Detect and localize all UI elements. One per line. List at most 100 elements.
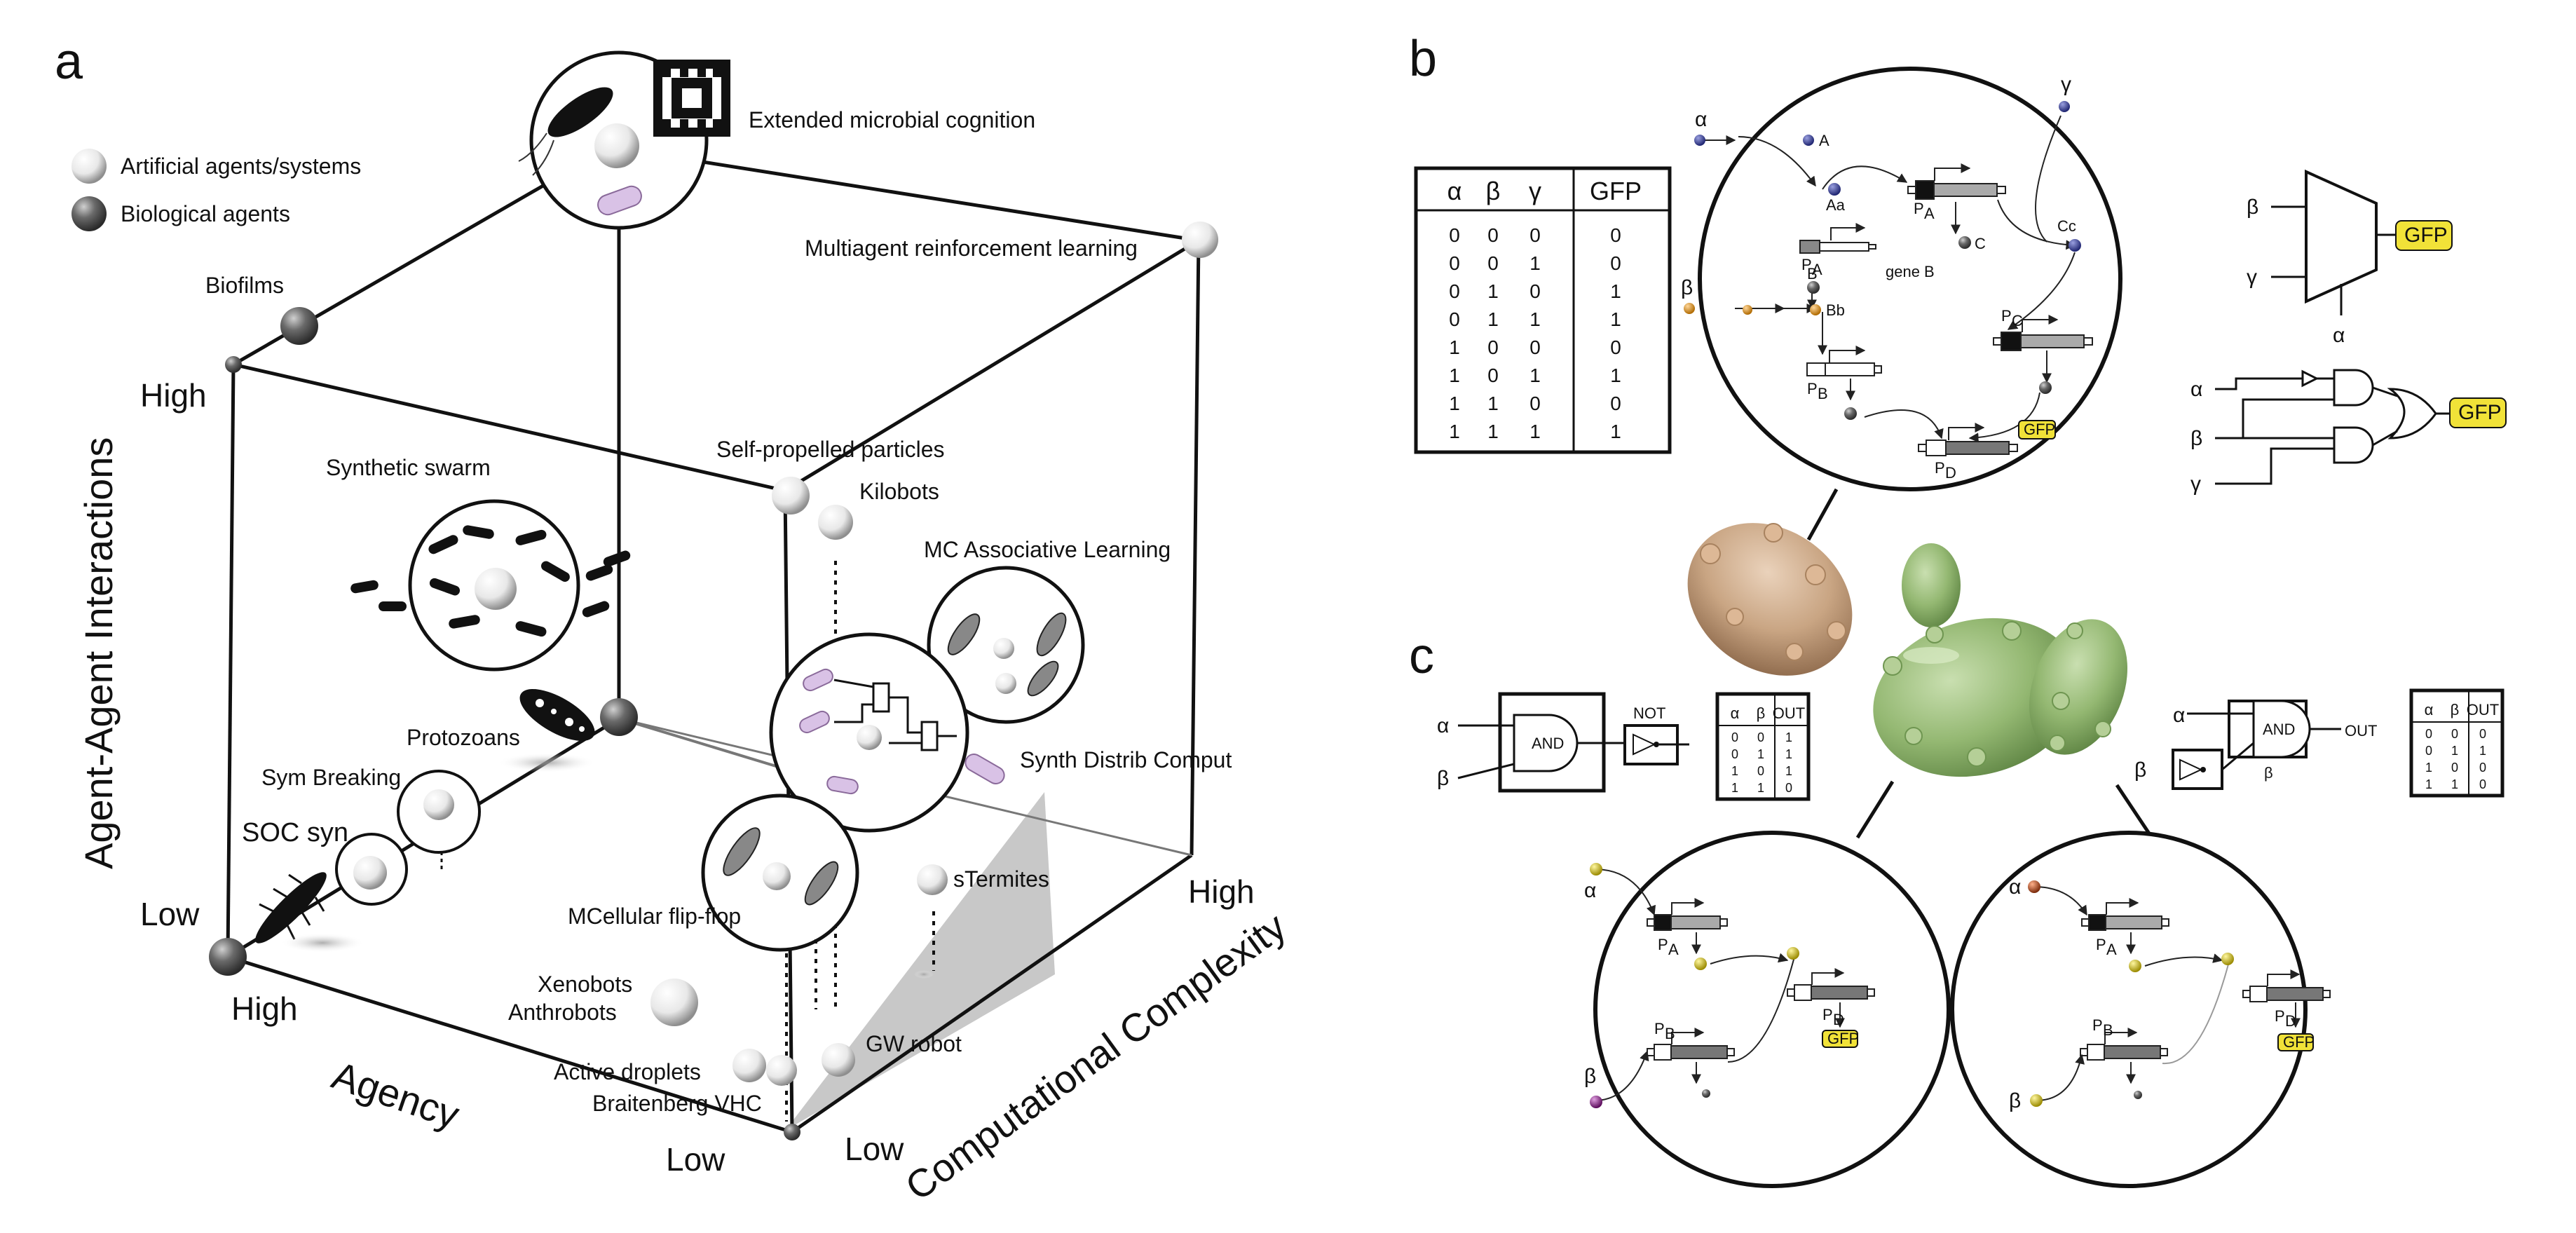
c1-alpha-label: α (1437, 714, 1449, 737)
label-kilobots: Kilobots (859, 479, 939, 504)
table-cell: 0 (1610, 224, 1621, 246)
table-header: OUT (2467, 701, 2499, 718)
table-cell: 0 (1487, 336, 1499, 358)
table-cell: 0 (2425, 727, 2432, 741)
c2-gfp-badge (2277, 1033, 2314, 1051)
braitenberg-sphere (766, 1055, 797, 1086)
corner-point-top-left (225, 356, 242, 373)
synth-cell-3-icon (826, 775, 859, 795)
c2-in-beta (2221, 742, 2254, 771)
Bb-label: Bb (1826, 301, 1845, 319)
floor-shade (789, 792, 1055, 1129)
c1-beta-label: β (1437, 767, 1449, 790)
Cc-molecule (2069, 239, 2081, 252)
bacterium-icon (547, 87, 613, 137)
and-label-c2: AND (2263, 721, 2295, 738)
c2c-PB-sub: B (2103, 1021, 2113, 1039)
c2-not-bubble (2200, 767, 2206, 772)
geneB-label: gene B (1886, 263, 1935, 280)
biofilms-sphere (280, 307, 318, 345)
c2-gfp: GFP (2283, 1033, 2315, 1051)
ant-sphere (209, 938, 247, 976)
axis-low-bottom: Low (666, 1141, 725, 1178)
corner-point-bottom (784, 1124, 800, 1140)
legend-biological-label: Biological agents (121, 201, 290, 226)
table-cell: 1 (1757, 747, 1764, 761)
c1c-PB-sub: B (1665, 1025, 1675, 1042)
c1-beta-molecule (1590, 1096, 1602, 1108)
gates-b-gfp: GFP (2458, 401, 2502, 424)
c1c-beta: β (1584, 1065, 1596, 1088)
beta-molecule-2 (1743, 305, 1752, 315)
D-molecule-2 (2039, 381, 2052, 394)
table-cell: 1 (1487, 393, 1499, 414)
c2c-PD: P (2275, 1007, 2285, 1025)
green-cell-bumps (1883, 621, 2111, 767)
table-cell: 1 (2479, 744, 2486, 758)
table-header: β (1486, 177, 1501, 205)
label-xenobots: Xenobots (538, 972, 632, 997)
c1c-PB: P (1654, 1020, 1665, 1037)
table-cell: 1 (1785, 730, 1792, 744)
spp-sphere (772, 477, 810, 515)
synth-cell-2-icon (799, 710, 830, 734)
table-header: GFP (1590, 177, 1642, 205)
table-cell: 0 (1610, 393, 1621, 414)
c1-molecule-2 (1787, 947, 1799, 960)
PA-sub: A (1812, 261, 1822, 278)
sym-breaking-sphere (423, 789, 454, 820)
c1c-PA-sub: A (1668, 941, 1679, 958)
table-cell: 0 (1529, 224, 1541, 246)
legend-biological-sphere (71, 196, 107, 231)
axis-agent-interactions: Agent-Agent Interactions (76, 437, 121, 869)
table-cell: 0 (2425, 744, 2432, 758)
c2c-PA: P (2096, 936, 2106, 953)
gate-network-b (2215, 369, 2450, 485)
ant-icon (255, 872, 327, 944)
table-cell: 0 (1487, 365, 1499, 386)
synth-distrib-sphere (857, 725, 882, 750)
table-cell: 1 (1610, 421, 1621, 442)
table-cell: 0 (2451, 727, 2458, 741)
truth-table-c1 (1715, 692, 1811, 801)
circuit-c2-parts (2033, 886, 2331, 1101)
label-gw: GW robot (866, 1031, 962, 1056)
beta-molecule (1684, 303, 1695, 314)
table-cell: 0 (1529, 393, 1541, 414)
mc-bacterium-3-icon (1027, 660, 1059, 697)
axis-low-right: Low (845, 1131, 904, 1167)
table-cell: 1 (1529, 308, 1541, 330)
table-cell: 0 (2479, 777, 2486, 791)
protozoans-sphere (600, 698, 638, 736)
table-cell: 1 (1610, 308, 1621, 330)
connector-b (1806, 488, 1839, 541)
legend-artificial-label: Artificial agents/systems (121, 154, 361, 179)
table-cell: 0 (2451, 761, 2458, 775)
label-swarm: Synthetic swarm (326, 455, 491, 480)
c2c-PB: P (2092, 1016, 2103, 1034)
table-cell: 0 (1731, 747, 1738, 761)
D-molecule (1844, 407, 1857, 420)
c2-molecule-2 (2221, 953, 2234, 965)
c2c-beta: β (2009, 1089, 2021, 1112)
xenobots-sphere (650, 979, 698, 1026)
B-molecule (1807, 281, 1820, 294)
table-cell: 1 (1449, 365, 1460, 386)
table-cell: 0 (1731, 730, 1738, 744)
PB-label: P (1807, 380, 1818, 397)
cell-highlight (1903, 647, 1959, 664)
A-label: A (1819, 132, 1829, 149)
table-cell: 1 (1487, 280, 1499, 302)
PB-sub: B (1818, 385, 1828, 402)
B-label: B (1807, 265, 1818, 282)
axis-high-front: High (231, 990, 298, 1027)
axis-low-left: Low (140, 896, 200, 932)
synth-cell-4-icon (965, 754, 1005, 784)
gates-b-beta: β (2190, 427, 2202, 450)
active-droplets-sphere (732, 1049, 766, 1082)
table-header: β (2451, 701, 2460, 718)
green-cell-small (1902, 543, 1961, 627)
PA-label: P (1801, 256, 1812, 273)
mc-bacterium-1-icon (947, 613, 981, 655)
mcellular-bacterium-2-icon (804, 861, 839, 906)
